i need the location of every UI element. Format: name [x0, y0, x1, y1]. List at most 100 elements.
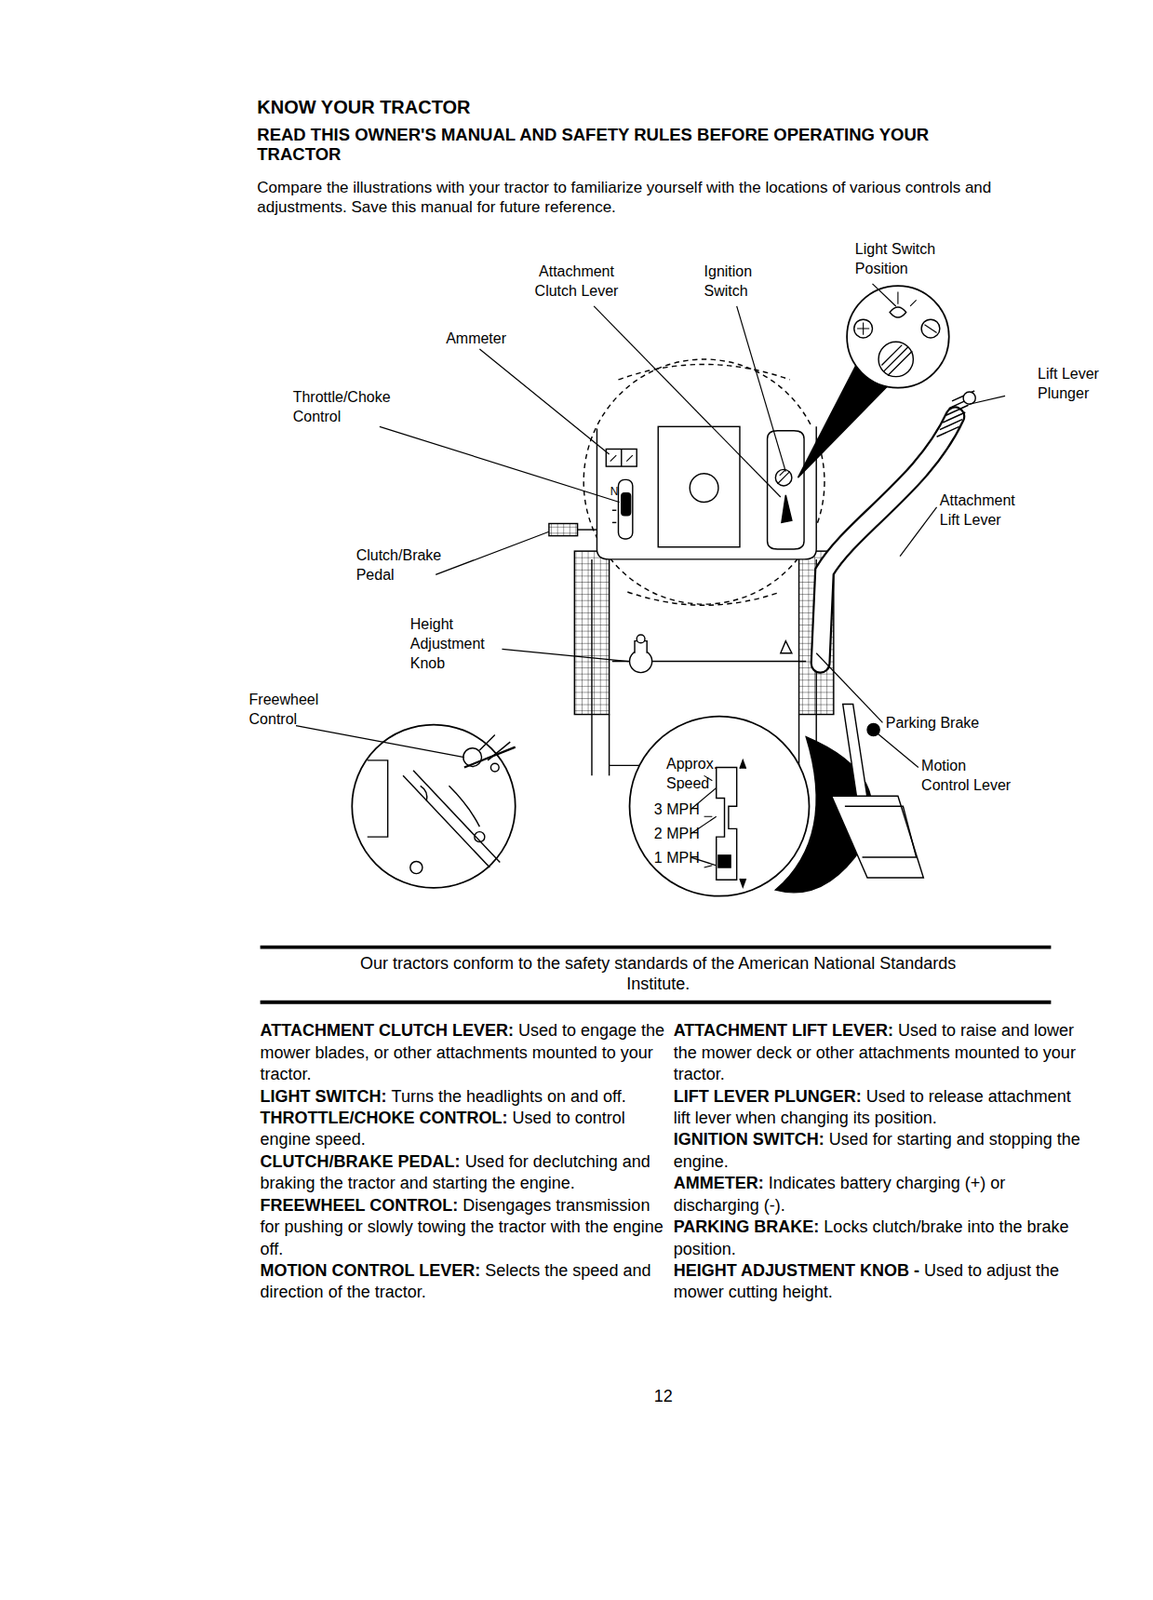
rule-line — [260, 947, 1052, 1003]
freewheel-inset — [448, 785, 480, 827]
dash-panel — [620, 448, 622, 467]
height-knob — [780, 641, 792, 654]
definition: PARKING BRAKE:Locks clutch/brake into th… — [673, 1216, 1084, 1261]
definition-column: ATTACHMENT CLUTCH LEVER:Used to engage t… — [260, 1019, 671, 1303]
definition: AMMETER:Indicates battery charging (+) o… — [673, 1172, 1084, 1217]
callout-label: Light Switch Position — [855, 239, 950, 279]
tractor-drawing — [260, 283, 1052, 1003]
speed-inset — [831, 795, 925, 878]
control-name: MOTION CONTROL LEVER: — [260, 1260, 482, 1280]
dash-panel — [775, 469, 792, 486]
freewheel-inset — [490, 763, 499, 772]
freewheel-inset — [479, 734, 510, 760]
standards-note: Our tractors conform to the safety stand… — [347, 952, 970, 994]
freewheel-inset — [474, 831, 485, 843]
speed-inset — [843, 704, 868, 801]
page-number: 12 — [654, 1385, 673, 1407]
fender-grille — [608, 714, 610, 777]
definition-column: ATTACHMENT LIFT LEVER:Used to raise and … — [673, 1019, 1084, 1303]
dash-panel — [617, 479, 632, 539]
leader-line — [501, 648, 629, 661]
definition: LIFT LEVER PLUNGER:Used to release attac… — [673, 1085, 1084, 1130]
light-switch-inset — [881, 345, 912, 376]
callout-label: Ignition Switch — [704, 261, 781, 301]
gear-mark: N — [610, 485, 619, 498]
height-knob — [630, 649, 653, 672]
leader-line — [872, 283, 897, 307]
control-name: PARKING BRAKE: — [673, 1217, 820, 1236]
control-name: CLUTCH/BRAKE PEDAL: — [260, 1152, 461, 1171]
definition: FREEWHEEL CONTROL:Disengages transmissio… — [260, 1194, 671, 1261]
dash-panel — [612, 522, 617, 523]
callout-label: Height Adjustment Knob — [410, 614, 500, 673]
lift-lever — [820, 415, 956, 663]
speed-inset — [716, 767, 738, 881]
leader-line — [737, 306, 787, 472]
leader-line — [379, 426, 620, 502]
control-name: HEIGHT ADJUSTMENT KNOB - — [673, 1260, 920, 1280]
control-name: LIGHT SWITCH: — [260, 1086, 388, 1106]
freewheel-inset — [402, 775, 490, 868]
light-switch-inset — [921, 319, 940, 338]
dash-panel — [777, 469, 791, 483]
leader-line — [816, 653, 883, 724]
freewheel-inset — [464, 747, 516, 768]
control-name: THROTTLE/CHOKE CONTROL: — [260, 1108, 509, 1127]
control-name: AMMETER: — [673, 1173, 765, 1193]
dashed-outline — [583, 359, 825, 604]
speed-inset — [718, 855, 731, 868]
callout-label: Ammeter — [445, 328, 507, 349]
leader-line — [435, 531, 550, 575]
callout-label: Motion Control Lever — [921, 755, 1016, 795]
dash-panel — [596, 426, 817, 560]
leader-line — [593, 306, 781, 497]
height-knob — [636, 634, 645, 644]
leader-line — [869, 726, 919, 768]
callout-label: Throttle/Choke Control — [293, 387, 406, 427]
lift-lever — [963, 391, 976, 404]
control-name: ATTACHMENT LIFT LEVER: — [673, 1020, 894, 1040]
light-switch-inset — [898, 292, 917, 307]
lift-lever — [820, 415, 956, 663]
dash-panel — [689, 473, 719, 503]
dashed-outline — [627, 591, 780, 605]
control-name: IGNITION SWITCH: — [673, 1129, 825, 1149]
light-switch-inset — [857, 321, 870, 335]
freewheel-inset — [351, 724, 515, 888]
leader-line — [969, 395, 1006, 404]
speed-inset — [844, 805, 917, 858]
callout-label: Attachment Clutch Lever — [520, 261, 633, 301]
subheading: READ THIS OWNER'S MANUAL AND SAFETY RULE… — [256, 124, 1007, 164]
clutch-pedal — [549, 523, 598, 537]
dash-panel — [781, 495, 792, 523]
definition: THROTTLE/CHOKE CONTROL:Used to control e… — [260, 1107, 671, 1152]
control-name: LIFT LEVER PLUNGER: — [673, 1086, 862, 1106]
leader-line — [295, 725, 465, 758]
rule-line — [260, 945, 1052, 950]
speed-label: Approx. Speed — [666, 753, 726, 793]
dash-panel — [610, 455, 633, 462]
callout-label: Attachment Lift Lever — [939, 490, 1030, 530]
freewheel-inset — [351, 724, 515, 888]
clutch-pedal — [577, 528, 598, 530]
definition: ATTACHMENT LIFT LEVER:Used to raise and … — [673, 1019, 1084, 1086]
control-name: FREEWHEEL CONTROL: — [260, 1195, 459, 1215]
speed-inset — [630, 704, 925, 897]
speed-label: 2 MPH — [654, 823, 700, 844]
callout-label: Parking Brake — [885, 712, 980, 733]
leader-line — [899, 507, 937, 557]
speed-label: 3 MPH — [654, 799, 700, 819]
definition: MOTION CONTROL LEVER:Selects the speed a… — [260, 1260, 671, 1304]
dash-panel — [621, 493, 631, 516]
definition: IGNITION SWITCH:Used for starting and st… — [673, 1128, 1084, 1173]
definition: LIGHT SWITCH:Turns the headlights on and… — [260, 1085, 671, 1108]
definition: ATTACHMENT CLUTCH LEVER:Used to engage t… — [260, 1019, 671, 1086]
speed-inset — [630, 716, 810, 897]
leader-line — [479, 348, 609, 455]
callout-label: Freewheel Control — [249, 689, 330, 729]
callout-label: Lift Lever Plunger — [1037, 363, 1114, 403]
light-switch-inset — [797, 285, 949, 478]
freewheel-inset — [367, 760, 389, 837]
freewheel-inset — [413, 770, 500, 863]
